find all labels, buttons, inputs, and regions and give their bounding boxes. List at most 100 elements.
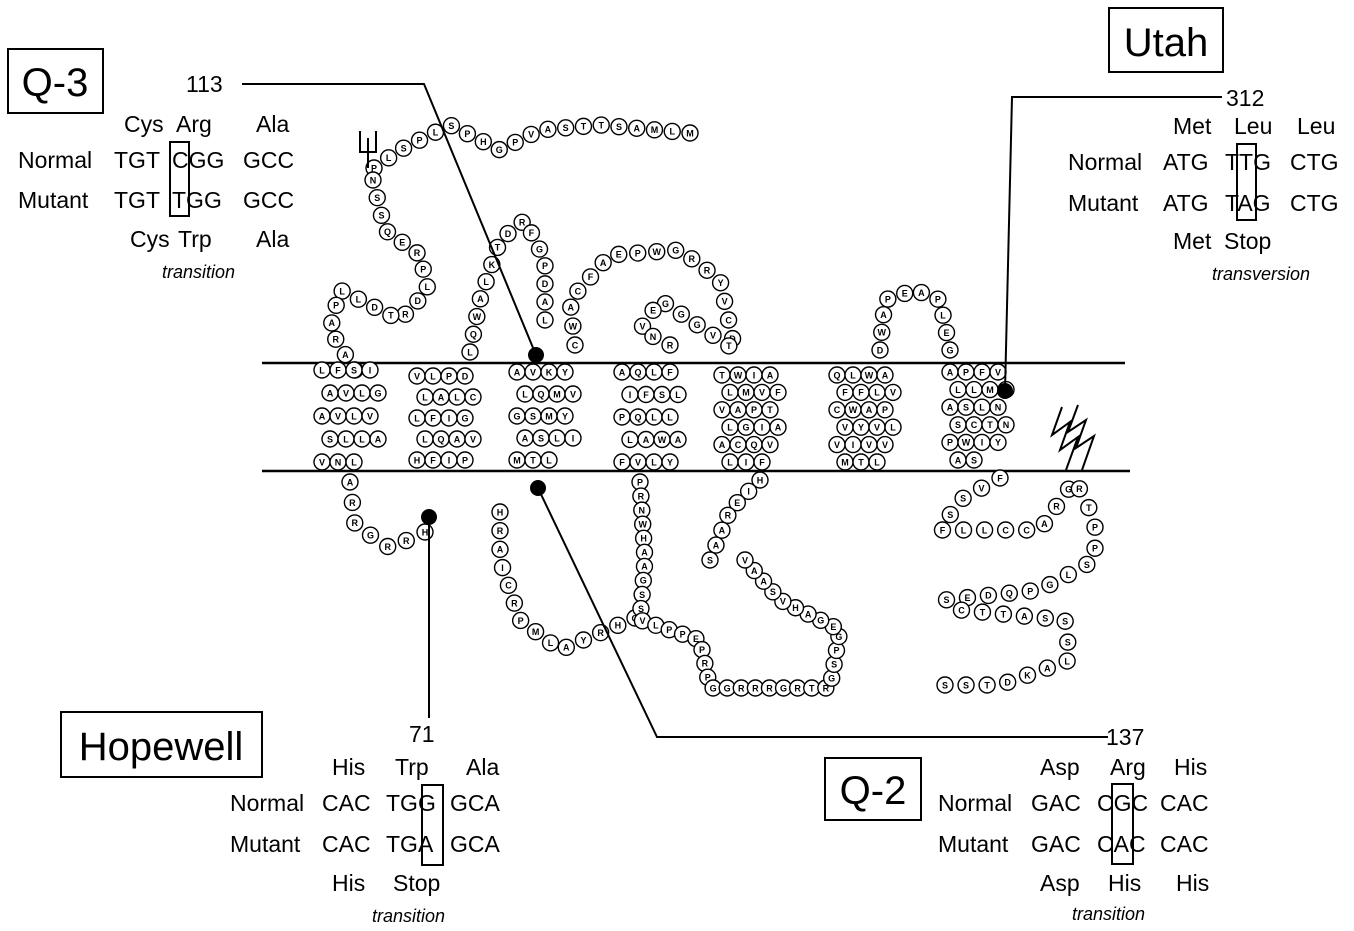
loop-i3-28-letter: G (828, 674, 835, 684)
tm1-18-letter: N (335, 457, 342, 467)
tm5-23-letter: F (759, 457, 765, 467)
tm3-5-letter: L (522, 389, 528, 399)
loop-i3-32-letter: E (830, 622, 836, 632)
loop-e2-11-letter: R (689, 254, 696, 264)
loop-i1-7-letter: H (422, 527, 429, 537)
tm5-12-letter: T (767, 405, 773, 415)
loop-e2-3-letter: A (568, 302, 575, 312)
loop-i2-2-letter: R (497, 526, 504, 536)
tm1-17-letter: V (319, 457, 325, 467)
nterm-strand-15-letter: T (598, 120, 604, 130)
tm7-18-letter: W (962, 438, 971, 448)
tm3-10-letter: S (530, 411, 536, 421)
loop-i3-12-letter: L (653, 621, 659, 631)
nterm-strand-7-letter: P (464, 129, 470, 139)
tm7-11-letter: L (979, 403, 985, 413)
loop-e1-5-letter: L (483, 277, 489, 287)
q3-normal-codon-2: CGG (172, 147, 224, 173)
cterm-21-letter: Q (1006, 589, 1013, 599)
nterm-tail-15-letter: P (333, 301, 339, 311)
hopewell-mutation-type: transition (372, 906, 445, 926)
palmitoyl-zigzag-icon-2 (1068, 405, 1094, 470)
cterm-23-letter: E (964, 593, 970, 603)
cterm-18-letter: L (1066, 570, 1072, 580)
loop-i3-37-letter: S (770, 587, 776, 597)
nterm-strand-13-letter: S (563, 123, 569, 133)
loop-e3-4-letter: P (885, 294, 891, 304)
loop-i2-13-letter: H (615, 621, 622, 631)
loop-e1-14-letter: A (542, 297, 549, 307)
tm1-11-letter: L (351, 411, 357, 421)
tm3-1-letter: A (514, 367, 521, 377)
loop-i3-13-letter: P (666, 625, 672, 635)
loop-i3-20-letter: G (724, 683, 731, 693)
tm3-7-letter: M (553, 389, 561, 399)
q2-aa-mutant-2: His (1108, 870, 1141, 896)
loop-e2-9-letter: W (652, 247, 661, 257)
loop-i3-21-letter: R (738, 683, 745, 693)
tm2-8-letter: C (470, 392, 477, 402)
cterm-9-letter: C (1023, 525, 1030, 535)
tm7-5-letter: L (955, 385, 961, 395)
tm4-7-letter: S (659, 390, 665, 400)
tm1-6-letter: V (343, 388, 349, 398)
nterm-tail-7-letter: P (420, 264, 426, 274)
cterm-24-letter: S (944, 595, 950, 605)
tm1-7-letter: L (359, 388, 365, 398)
loop-i3b-1-letter: H (757, 475, 764, 485)
loop-i3-30-letter: P (833, 646, 839, 656)
hopewell-panel: Hopewell 71 His Trp Ala Normal CAC TGG G… (61, 712, 501, 926)
nterm-tail-13-letter: L (356, 294, 362, 304)
q2-aa-mutant-3: His (1176, 870, 1209, 896)
tm7-14-letter: C (971, 420, 978, 430)
q2-aa-normal-2: Arg (1110, 754, 1146, 780)
cterm-13-letter: R (1076, 484, 1083, 494)
utah-mutation-type: transversion (1212, 264, 1310, 284)
tm1-16-letter: A (375, 434, 382, 444)
loop-e1-11-letter: G (536, 244, 543, 254)
nterm-tail-11-letter: T (388, 311, 394, 321)
cterm-8-letter: C (1002, 525, 1009, 535)
tm3-2-letter: V (530, 367, 536, 377)
hopewell-normal-codon-3: GCA (450, 790, 501, 816)
loop-e1-1-letter: L (467, 347, 473, 357)
cterm-5-letter: F (940, 525, 946, 535)
loop-e2-21-letter: G (662, 299, 669, 309)
loop-i2-5-letter: C (505, 581, 512, 591)
loop-i3-33-letter: G (817, 616, 824, 626)
nterm-tail-18-letter: A (342, 350, 349, 360)
tm4-18-letter: V (635, 457, 641, 467)
tm5-19-letter: Q (750, 440, 757, 450)
tm6-14-letter: Y (858, 423, 864, 433)
loop-i2-7-letter: P (518, 616, 524, 626)
nterm-tail-1-letter: N (370, 175, 377, 185)
loop-e2-25-letter: R (667, 340, 674, 350)
loop-i2-3-letter: A (497, 545, 504, 555)
tm2-18-letter: F (430, 455, 436, 465)
q2-mutant-codon-1: GAC (1031, 831, 1081, 857)
loop-i2-4-letter: I (501, 563, 504, 573)
tm7-9-letter: A (947, 403, 954, 413)
loop-e2-2-letter: W (569, 321, 578, 331)
loop-i1-5-letter: R (384, 542, 391, 552)
tm5-4-letter: A (767, 370, 774, 380)
tm6-16-letter: L (890, 423, 896, 433)
nterm-strand-3-letter: S (401, 143, 407, 153)
q2-aa-mutant-1: Asp (1040, 870, 1080, 896)
hopewell-normal-codon-1: CAC (322, 790, 371, 816)
nterm-strand-9-letter: G (496, 145, 503, 155)
tm2-9-letter: L (414, 413, 420, 423)
loop-e2-18-letter: V (710, 331, 716, 341)
tm1-9-letter: A (319, 411, 326, 421)
loop-i3-23-letter: R (766, 683, 773, 693)
loop-i3-29-letter: S (831, 660, 837, 670)
cterm-6-letter: L (961, 525, 967, 535)
tm2-5-letter: L (422, 392, 428, 402)
q2-mutant-codon-3: CAC (1160, 831, 1209, 857)
cterm-26-letter: T (980, 607, 986, 617)
loop-e3-7-letter: P (935, 294, 941, 304)
loop-i3-25-letter: R (794, 683, 801, 693)
tm2-14-letter: Q (437, 434, 444, 444)
tm7-7-letter: M (986, 385, 994, 395)
